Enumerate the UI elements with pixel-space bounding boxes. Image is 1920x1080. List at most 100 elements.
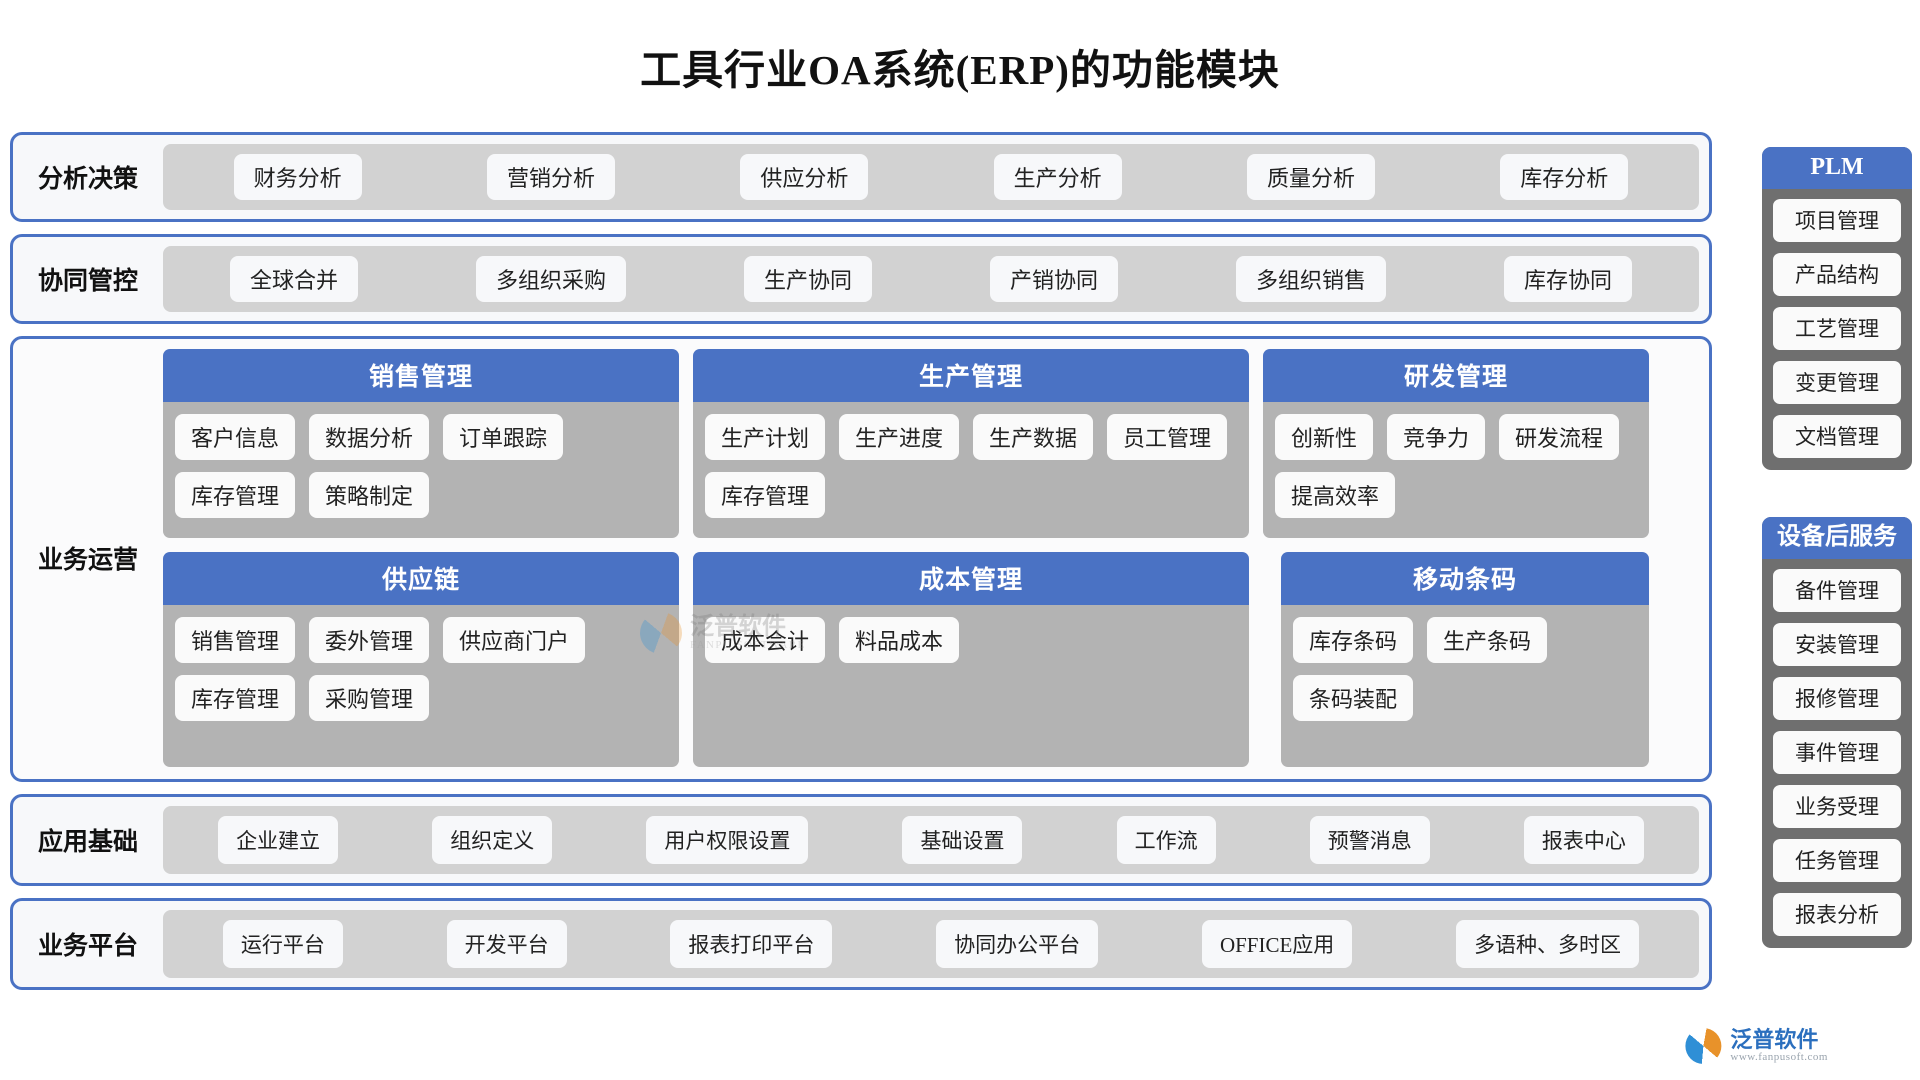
card-item[interactable]: 员工管理 xyxy=(1107,414,1228,460)
band-item[interactable]: 供应分析 xyxy=(740,154,869,200)
band-label-application-foundation: 应用基础 xyxy=(37,829,138,856)
card-item[interactable]: 库存管理 xyxy=(175,472,296,518)
card-items: 客户信息 数据分析 订单跟踪 库存管理 策略制定 xyxy=(163,402,679,538)
card-item[interactable]: 竞争力 xyxy=(1387,414,1486,460)
card-item[interactable]: 创新性 xyxy=(1275,414,1374,460)
band-items-analysis: 财务分析 营销分析 供应分析 生产分析 质量分析 库存分析 xyxy=(163,144,1699,210)
band-item[interactable]: 运行平台 xyxy=(222,920,343,968)
brand-logo-icon xyxy=(1685,1028,1722,1064)
operations-row-2: 供应链 销售管理 委外管理 供应商门户 库存管理 采购管理 成本管理 xyxy=(163,552,1697,767)
card-items: 成本会计 料品成本 xyxy=(693,605,1249,767)
band-item[interactable]: OFFICE应用 xyxy=(1201,920,1353,968)
card-item[interactable]: 库存管理 xyxy=(705,472,826,518)
band-item[interactable]: 多语种、多时区 xyxy=(1456,920,1640,968)
card-item[interactable]: 数据分析 xyxy=(309,414,430,460)
side-panel-item[interactable]: 备件管理 xyxy=(1773,568,1901,612)
band-item[interactable]: 用户权限设置 xyxy=(646,816,809,864)
side-panel-item[interactable]: 事件管理 xyxy=(1773,730,1901,774)
band-item[interactable]: 多组织采购 xyxy=(475,256,626,302)
band-item[interactable]: 多组织销售 xyxy=(1235,256,1386,302)
brand-url: www.fanpusoft.com xyxy=(1730,1050,1828,1063)
card-title: 移动条码 xyxy=(1281,552,1649,605)
band-collaboration: 协同管控 全球合并 多组织采购 生产协同 产销协同 多组织销售 库存协同 xyxy=(10,234,1712,324)
band-item[interactable]: 报表中心 xyxy=(1523,816,1644,864)
band-items-business-platform: 运行平台 开发平台 报表打印平台 协同办公平台 OFFICE应用 多语种、多时区 xyxy=(163,910,1699,978)
card-item[interactable]: 策略制定 xyxy=(309,472,430,518)
band-label-collaboration: 协同管控 xyxy=(37,268,138,295)
side-panel-items: 备件管理 安装管理 报修管理 事件管理 业务受理 任务管理 报表分析 xyxy=(1762,559,1912,936)
card-items: 库存条码 生产条码 条码装配 xyxy=(1281,605,1649,767)
band-item[interactable]: 质量分析 xyxy=(1246,154,1375,200)
card-item[interactable]: 条码装配 xyxy=(1293,675,1414,721)
brand-name-cn: 泛普软件 xyxy=(1730,1027,1819,1053)
side-panel-equipment-service: 设备后服务 备件管理 安装管理 报修管理 事件管理 业务受理 任务管理 报表分析 xyxy=(1762,517,1912,948)
band-item[interactable]: 预警消息 xyxy=(1309,816,1430,864)
band-application-foundation: 应用基础 企业建立 组织定义 用户权限设置 基础设置 工作流 预警消息 报表中心 xyxy=(10,794,1712,886)
card-title: 生产管理 xyxy=(693,349,1249,402)
band-item[interactable]: 开发平台 xyxy=(446,920,567,968)
operations-content: 销售管理 客户信息 数据分析 订单跟踪 库存管理 策略制定 生产管理 xyxy=(163,349,1697,767)
side-panel-item[interactable]: 变更管理 xyxy=(1773,360,1901,404)
band-item[interactable]: 全球合并 xyxy=(229,256,358,302)
band-item[interactable]: 企业建立 xyxy=(218,816,339,864)
card-title: 供应链 xyxy=(163,552,679,605)
band-item[interactable]: 财务分析 xyxy=(233,154,362,200)
main-column: 分析决策 财务分析 营销分析 供应分析 生产分析 质量分析 库存分析 协同管控 … xyxy=(10,132,1712,1002)
card-title: 销售管理 xyxy=(163,349,679,402)
card-item[interactable]: 库存条码 xyxy=(1293,617,1414,663)
band-item[interactable]: 基础设置 xyxy=(902,816,1023,864)
card-items: 创新性 竞争力 研发流程 提高效率 xyxy=(1263,402,1649,538)
band-item[interactable]: 库存分析 xyxy=(1500,154,1629,200)
band-item[interactable]: 协同办公平台 xyxy=(936,920,1099,968)
card-cost-management: 成本管理 成本会计 料品成本 xyxy=(693,552,1249,767)
card-item[interactable]: 提高效率 xyxy=(1275,472,1396,518)
band-item[interactable]: 生产分析 xyxy=(993,154,1122,200)
side-panel-item[interactable]: 工艺管理 xyxy=(1773,306,1901,350)
card-item[interactable]: 生产数据 xyxy=(973,414,1094,460)
brand-text: 泛普软件 www.fanpusoft.com xyxy=(1730,1028,1828,1064)
card-item[interactable]: 客户信息 xyxy=(175,414,296,460)
side-panel-item[interactable]: 报修管理 xyxy=(1773,676,1901,720)
band-analysis: 分析决策 财务分析 营销分析 供应分析 生产分析 质量分析 库存分析 xyxy=(10,132,1712,222)
card-item[interactable]: 成本会计 xyxy=(705,617,826,663)
side-panel-item[interactable]: 产品结构 xyxy=(1773,252,1901,296)
band-item[interactable]: 报表打印平台 xyxy=(670,920,833,968)
card-item[interactable]: 生产进度 xyxy=(839,414,960,460)
band-item[interactable]: 工作流 xyxy=(1116,816,1216,864)
operations-row-1: 销售管理 客户信息 数据分析 订单跟踪 库存管理 策略制定 生产管理 xyxy=(163,349,1697,538)
card-item[interactable]: 研发流程 xyxy=(1499,414,1620,460)
band-item[interactable]: 营销分析 xyxy=(486,154,615,200)
card-supply-chain: 供应链 销售管理 委外管理 供应商门户 库存管理 采购管理 xyxy=(163,552,679,767)
card-item[interactable]: 生产条码 xyxy=(1427,617,1548,663)
band-item[interactable]: 组织定义 xyxy=(432,816,553,864)
card-item[interactable]: 生产计划 xyxy=(705,414,826,460)
card-item[interactable]: 订单跟踪 xyxy=(443,414,564,460)
card-title: 成本管理 xyxy=(693,552,1249,605)
band-item[interactable]: 库存协同 xyxy=(1503,256,1632,302)
side-panel-item[interactable]: 任务管理 xyxy=(1773,838,1901,882)
card-mobile-barcode: 移动条码 库存条码 生产条码 条码装配 xyxy=(1281,552,1649,767)
card-item[interactable]: 库存管理 xyxy=(175,675,296,721)
card-item[interactable]: 采购管理 xyxy=(309,675,430,721)
band-item[interactable]: 产销协同 xyxy=(989,256,1118,302)
side-panel-item[interactable]: 报表分析 xyxy=(1773,892,1901,936)
card-item[interactable]: 料品成本 xyxy=(839,617,960,663)
side-panel-item[interactable]: 文档管理 xyxy=(1773,414,1901,458)
side-panel-title: 设备后服务 xyxy=(1762,517,1912,559)
card-item[interactable]: 销售管理 xyxy=(175,617,296,663)
brand-logo: 泛普软件 www.fanpusoft.com xyxy=(1685,1028,1828,1064)
card-item[interactable]: 委外管理 xyxy=(309,617,430,663)
band-label-business-operations: 业务运营 xyxy=(37,547,138,574)
band-item[interactable]: 生产协同 xyxy=(743,256,872,302)
side-panel-item[interactable]: 业务受理 xyxy=(1773,784,1901,828)
side-panel-item[interactable]: 安装管理 xyxy=(1773,622,1901,666)
band-label-business-platform: 业务平台 xyxy=(37,933,138,960)
card-item[interactable]: 供应商门户 xyxy=(443,617,586,663)
side-panel-item[interactable]: 项目管理 xyxy=(1773,198,1901,242)
card-items: 生产计划 生产进度 生产数据 员工管理 库存管理 xyxy=(693,402,1249,538)
side-panel-title: PLM xyxy=(1762,147,1912,189)
band-business-operations: 业务运营 销售管理 客户信息 数据分析 订单跟踪 库存管理 策略制定 xyxy=(10,336,1712,782)
card-rd-management: 研发管理 创新性 竞争力 研发流程 提高效率 xyxy=(1263,349,1649,538)
band-items-application-foundation: 企业建立 组织定义 用户权限设置 基础设置 工作流 预警消息 报表中心 xyxy=(163,806,1699,874)
